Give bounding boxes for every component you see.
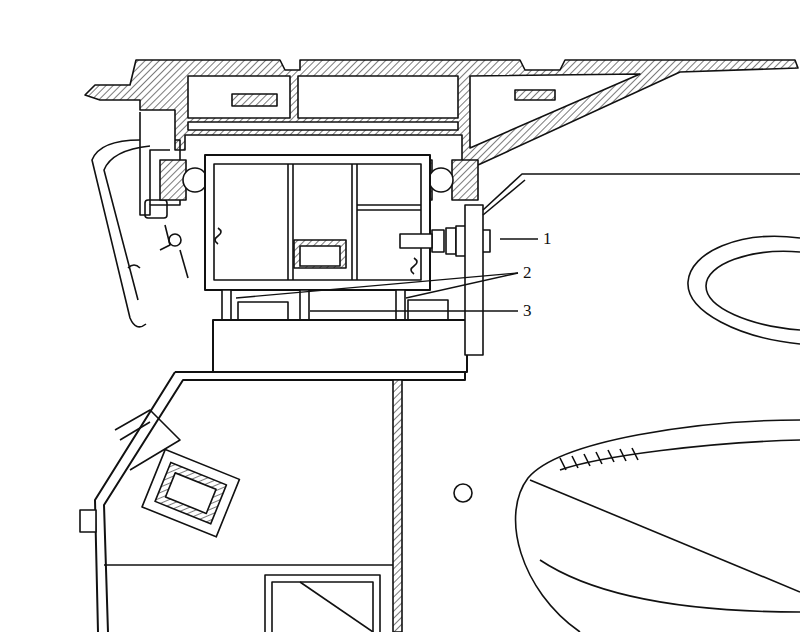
callout-number: 1 xyxy=(541,230,554,248)
callout-number: 3 xyxy=(521,302,534,320)
callout-number: 2 xyxy=(521,264,534,282)
